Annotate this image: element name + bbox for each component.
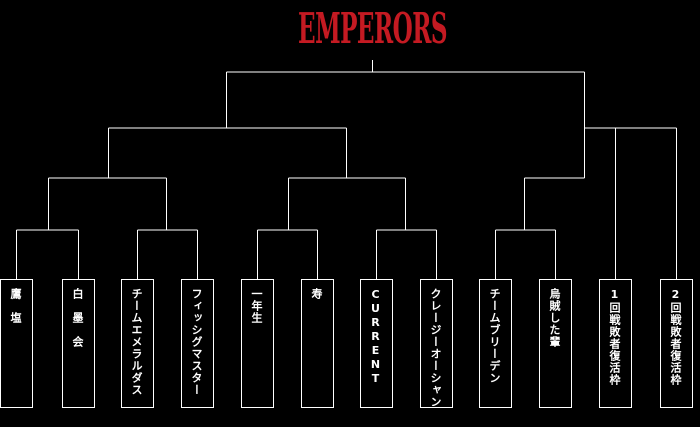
team-name: チームブリーデン bbox=[488, 288, 501, 384]
bracket-line-r1-4 bbox=[376, 229, 437, 279]
team-name: 寿 bbox=[310, 288, 323, 300]
team-box-11: 1回戦敗者復活枠 bbox=[599, 279, 632, 408]
team-name: 1回戦敗者復活枠 bbox=[608, 288, 621, 386]
team-box-2: 白 墨 会 bbox=[62, 279, 95, 408]
team-name: CURRENT bbox=[369, 288, 382, 386]
bracket-line-r1-5 bbox=[495, 229, 556, 279]
team-box-4: フィッシグマスター bbox=[181, 279, 214, 408]
team-box-8: クレージーオーシャン bbox=[420, 279, 453, 408]
team-name: フィッシグマスター bbox=[190, 288, 203, 396]
team-name: 2回戦敗者復活枠 bbox=[669, 288, 682, 386]
bracket-line-r1-3 bbox=[257, 229, 318, 279]
team-name: 烏賊した輩 bbox=[548, 288, 561, 348]
team-box-3: チームエメラルダス bbox=[121, 279, 154, 408]
team-name: 鷹 塩 bbox=[9, 288, 22, 324]
team-box-9: チームブリーデン bbox=[479, 279, 512, 408]
tournament-title: EMPERORS bbox=[298, 4, 448, 53]
bracket-line-semifinal-left bbox=[108, 127, 347, 178]
bracket-line-r1-1 bbox=[16, 229, 79, 279]
team-box-1: 鷹 塩 bbox=[0, 279, 33, 408]
team-box-10: 烏賊した輩 bbox=[539, 279, 572, 408]
bracket-line-quarter-b bbox=[288, 177, 406, 230]
bracket-line-semifinal-right bbox=[584, 127, 616, 279]
bracket-line-right-outer bbox=[584, 127, 677, 279]
team-name: クレージーオーシャン bbox=[429, 288, 442, 406]
bracket-line-final bbox=[226, 71, 585, 128]
team-box-7: CURRENT bbox=[360, 279, 393, 408]
team-box-12: 2回戦敗者復活枠 bbox=[660, 279, 693, 408]
team-box-6: 寿 bbox=[301, 279, 334, 408]
bracket-line-r1-2 bbox=[137, 229, 198, 279]
bracket-line-quarter-c bbox=[524, 177, 585, 230]
team-box-5: 一年生 bbox=[241, 279, 274, 408]
team-name: チームエメラルダス bbox=[130, 288, 143, 396]
bracket-line-quarter-a bbox=[48, 177, 167, 230]
team-name: 一年生 bbox=[250, 288, 263, 324]
team-name: 白 墨 会 bbox=[71, 288, 84, 348]
